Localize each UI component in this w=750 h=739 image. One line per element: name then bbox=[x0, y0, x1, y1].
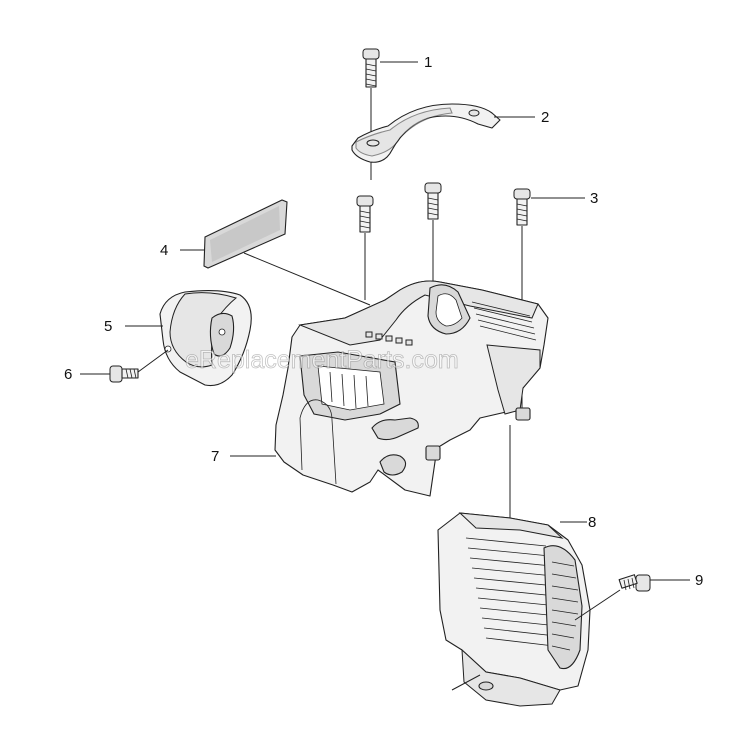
housing-screw-left bbox=[356, 195, 374, 300]
part-6-screw bbox=[80, 349, 169, 383]
callout-1: 1 bbox=[424, 54, 432, 71]
watermark-text: eReplacementParts.com bbox=[185, 346, 459, 374]
callout-9: 9 bbox=[695, 572, 703, 589]
part-4-label bbox=[180, 199, 371, 306]
part-7-housing bbox=[230, 280, 549, 497]
callout-7: 7 bbox=[211, 448, 219, 465]
part-9-screw bbox=[574, 574, 690, 621]
part-1-screw bbox=[362, 48, 418, 180]
part-8-cylinder-cover bbox=[437, 425, 591, 707]
part-2-bracket bbox=[351, 103, 535, 163]
callout-6: 6 bbox=[64, 366, 72, 383]
callout-8: 8 bbox=[588, 514, 596, 531]
callout-4: 4 bbox=[160, 242, 168, 259]
callout-2: 2 bbox=[541, 109, 549, 126]
part-5-side-cover bbox=[125, 289, 252, 387]
callout-5: 5 bbox=[104, 318, 112, 335]
callout-3: 3 bbox=[590, 190, 598, 207]
